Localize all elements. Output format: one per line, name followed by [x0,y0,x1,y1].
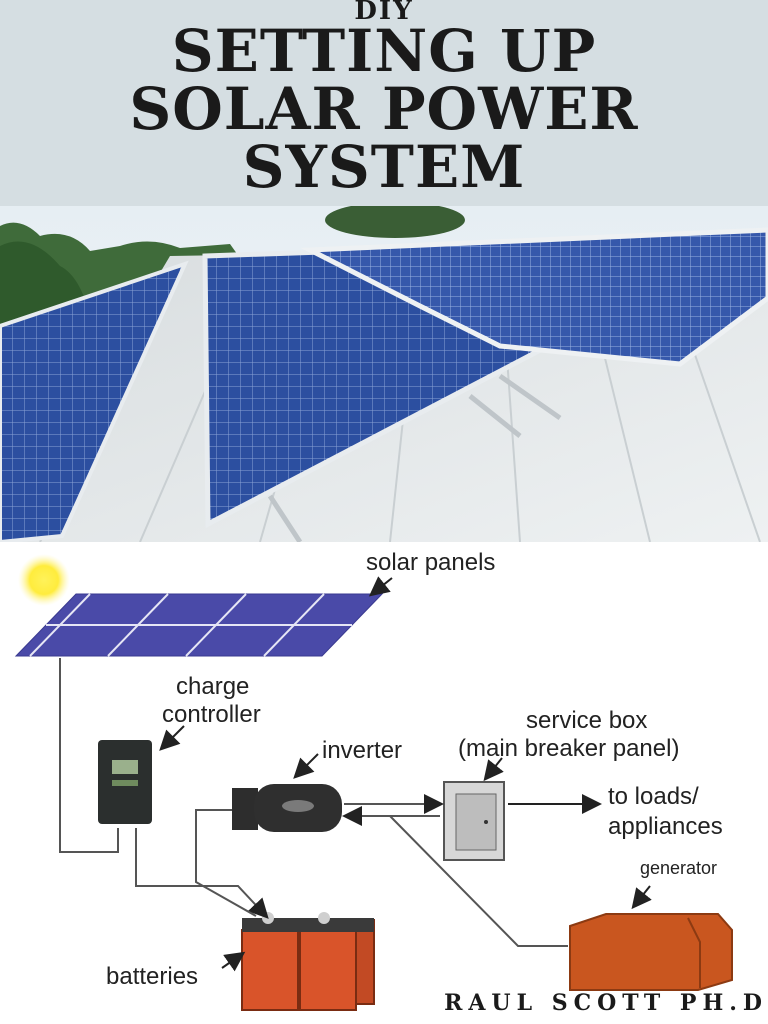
inverter-graphic [232,784,342,832]
batteries-graphic [241,912,375,1011]
system-diagram: solar panels charge controller inverter … [0,542,768,1024]
cover-kicker: DIY [354,0,414,26]
generator-graphic [569,913,733,991]
label-loads-1: to loads/ [608,783,699,810]
label-inverter: inverter [322,737,402,764]
sun-icon [18,554,70,606]
label-batteries: batteries [106,963,198,990]
title-line-3: SYSTEM [242,133,526,201]
wiring-lines [59,658,568,947]
solar-panels-graphic [14,593,384,657]
wiring-diagram: solar panels charge controller inverter … [14,549,733,1011]
label-service-box-2: (main breaker panel) [458,735,679,762]
label-charge-controller-1: charge [176,673,249,700]
cover-header: DIY SETTING UP SOLAR POWER SYSTEM [0,0,768,206]
rooftop-solar-photo [0,206,768,542]
cover-title: SETTING UP SOLAR POWER SYSTEM [0,22,768,196]
label-charge-controller-2: controller [162,701,261,728]
title-line-1: SETTING UP [171,17,597,85]
author-name: RAUL SCOTT PH.D [444,990,768,1016]
label-service-box-1: service box [526,707,647,734]
rooftop-photo-illustration [0,206,768,542]
label-solar-panels: solar panels [366,549,495,576]
charge-controller-graphic [98,740,152,824]
label-loads-2: appliances [608,813,723,840]
label-generator: generator [640,858,717,878]
service-box-graphic [443,781,505,861]
title-line-2: SOLAR POWER [129,75,639,143]
